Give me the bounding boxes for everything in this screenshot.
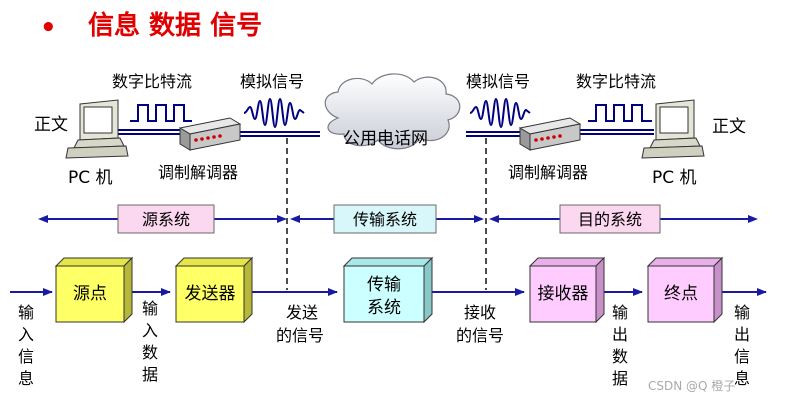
left-analog-wave-icon xyxy=(243,97,305,129)
heading-bullet: • xyxy=(40,13,57,43)
right-modem-icon xyxy=(518,117,582,151)
left-cables xyxy=(118,129,320,137)
receiver-label: 接收器 xyxy=(538,284,589,304)
svg-text:据: 据 xyxy=(142,365,158,384)
svg-text:息: 息 xyxy=(734,369,750,388)
input-info-label: 输 入 信 息 xyxy=(18,303,34,388)
right-modem-label: 调制解调器 xyxy=(508,163,588,182)
cloud-icon xyxy=(324,73,461,150)
source-point-block xyxy=(54,256,134,324)
input-data-label: 输 入 数 据 xyxy=(142,299,158,384)
svg-text:入: 入 xyxy=(142,321,158,340)
system-span-arrows xyxy=(38,215,758,223)
svg-text:息: 息 xyxy=(18,369,34,388)
right-cables xyxy=(466,129,654,137)
transmission-system-box xyxy=(333,204,437,234)
svg-text:出: 出 xyxy=(612,325,628,344)
svg-text:输: 输 xyxy=(612,303,628,322)
transmitter-label: 发送器 xyxy=(185,284,236,304)
right-text-label: 正文 xyxy=(712,117,746,137)
svg-text:据: 据 xyxy=(612,369,628,388)
left-pc-label: PC 机 xyxy=(68,168,113,188)
output-info-label: 输 出 信 息 xyxy=(734,303,750,388)
receiver-block xyxy=(528,256,606,324)
received-signal-label-line1: 接收 xyxy=(464,303,496,322)
sent-signal-label-line1: 发送 xyxy=(286,303,318,322)
right-square-wave-icon xyxy=(588,104,652,122)
cloud-label: 公用电话网 xyxy=(343,129,428,149)
right-analog-wave-icon xyxy=(469,97,531,129)
svg-text:信: 信 xyxy=(734,347,750,366)
transmitter-block xyxy=(174,256,254,324)
right-analog-label: 模拟信号 xyxy=(466,72,530,91)
right-digital-label: 数字比特流 xyxy=(576,72,656,91)
transmission-system-label: 传输系统 xyxy=(353,210,417,229)
svg-text:数: 数 xyxy=(142,343,158,362)
received-signal-label-line2: 的信号 xyxy=(456,326,504,345)
watermark: CSDN @Q 橙子 xyxy=(648,378,735,393)
left-modem-icon xyxy=(178,117,242,151)
transmission-block-label-line1: 传输 xyxy=(367,275,401,295)
svg-text:信: 信 xyxy=(18,347,34,366)
right-pc-icon xyxy=(641,99,705,159)
source-point-label: 源点 xyxy=(73,284,107,304)
right-pc-label: PC 机 xyxy=(652,168,697,188)
destination-point-block xyxy=(646,256,724,324)
page-title: 信息 数据 信号 xyxy=(88,10,262,41)
svg-text:输: 输 xyxy=(142,299,158,318)
transmission-system-block xyxy=(342,256,434,324)
output-data-label: 输 出 数 据 xyxy=(612,303,628,388)
destination-system-label: 目的系统 xyxy=(578,210,642,229)
left-modem-label: 调制解调器 xyxy=(158,163,238,182)
left-digital-label: 数字比特流 xyxy=(112,72,192,91)
sent-signal-label-line2: 的信号 xyxy=(276,326,324,345)
svg-text:入: 入 xyxy=(18,325,34,344)
destination-point-label: 终点 xyxy=(664,284,698,304)
svg-text:数: 数 xyxy=(612,347,628,366)
transmission-block-label-line2: 系统 xyxy=(367,298,401,318)
left-analog-label: 模拟信号 xyxy=(240,72,304,91)
left-text-label: 正文 xyxy=(34,115,68,135)
svg-text:输: 输 xyxy=(18,303,34,322)
svg-text:输: 输 xyxy=(734,303,750,322)
svg-text:出: 出 xyxy=(734,325,750,344)
left-pc-icon xyxy=(65,99,129,159)
source-system-box xyxy=(117,204,215,234)
destination-system-box xyxy=(559,204,661,234)
left-square-wave-icon xyxy=(130,104,192,122)
source-system-label: 源系统 xyxy=(142,210,190,229)
